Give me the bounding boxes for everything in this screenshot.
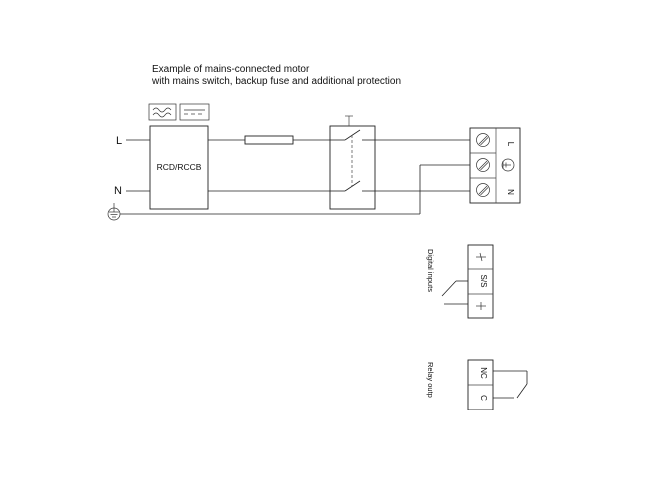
relay-output-terminal-block: NC C xyxy=(467,359,494,411)
ground-icon xyxy=(107,203,121,221)
terminal-l-label: L xyxy=(506,142,515,147)
digital-inputs-terminal-block: S/S xyxy=(467,244,494,319)
relay-output-label: Relay outp xyxy=(426,362,435,398)
ac-wave-icon xyxy=(148,103,177,121)
earth-wire xyxy=(120,164,470,215)
contact-icon xyxy=(476,302,486,310)
relay-contact xyxy=(493,370,528,399)
caption-line-1: Example of mains-connected motor xyxy=(152,64,310,75)
dc-icon xyxy=(179,103,210,121)
crop-mask xyxy=(420,410,540,430)
live-line-label: L xyxy=(116,135,122,147)
backup-fuse xyxy=(244,135,294,145)
ss-terminal-label: S/S xyxy=(479,275,488,288)
contact-icon xyxy=(476,252,486,262)
screw-terminal-icon xyxy=(476,183,490,197)
screw-terminal-icon xyxy=(476,133,490,147)
rcd-label: RCD/RCCB xyxy=(157,162,202,172)
digital-inputs-label: Digital inputs xyxy=(426,249,435,292)
screw-terminal-icon xyxy=(476,158,490,172)
digital-input-switch xyxy=(441,280,468,305)
terminal-n-label: N xyxy=(506,189,515,195)
c-terminal-label: C xyxy=(479,395,488,401)
rcd-box xyxy=(149,125,209,210)
neutral-line-label: N xyxy=(114,185,122,197)
earth-terminal-icon xyxy=(501,158,515,172)
mains-terminal-block: L N xyxy=(469,127,521,204)
nc-terminal-label: NC xyxy=(479,367,488,379)
mains-switch xyxy=(329,115,376,210)
caption-line-2: with mains switch, backup fuse and addit… xyxy=(151,76,401,87)
